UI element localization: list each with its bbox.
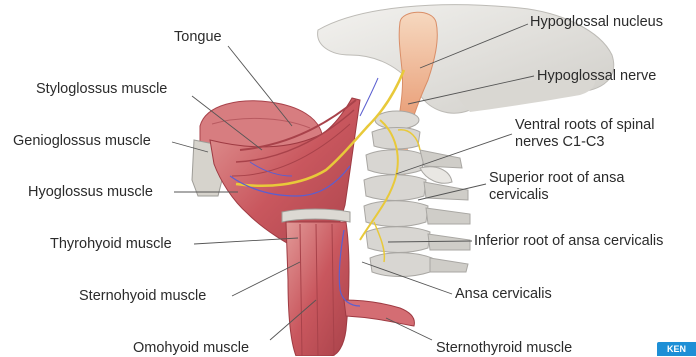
omohyoid-belly: [344, 300, 414, 326]
label-omohyoid-muscle: Omohyoid muscle: [133, 340, 249, 357]
label-sternohyoid-muscle: Sternohyoid muscle: [79, 288, 206, 305]
label-tongue: Tongue: [174, 29, 222, 46]
label-hyoglossus-muscle: Hyoglossus muscle: [28, 184, 153, 201]
cervical-vertebrae: [364, 111, 470, 277]
label-ansa-cervicalis: Ansa cervicalis: [455, 286, 552, 303]
brand-badge[interactable]: KEN: [657, 342, 696, 356]
label-superior-root-line1: Superior root of ansa: [489, 170, 624, 187]
label-superior-root-line2: cervicalis: [489, 187, 549, 204]
label-styloglossus-muscle: Styloglossus muscle: [36, 81, 167, 98]
label-hypoglossal-nerve: Hypoglossal nerve: [537, 68, 656, 85]
label-inferior-root: Inferior root of ansa cervicalis: [474, 233, 663, 250]
label-sternothyroid-muscle: Sternothyroid muscle: [436, 340, 572, 357]
label-ventral-roots-line2: nerves C1-C3: [515, 134, 604, 151]
label-genioglossus-muscle: Genioglossus muscle: [13, 133, 151, 150]
label-hypoglossal-nucleus: Hypoglossal nucleus: [530, 14, 663, 31]
label-ventral-roots-line1: Ventral roots of spinal: [515, 117, 654, 134]
label-thyrohyoid-muscle: Thyrohyoid muscle: [50, 236, 172, 253]
